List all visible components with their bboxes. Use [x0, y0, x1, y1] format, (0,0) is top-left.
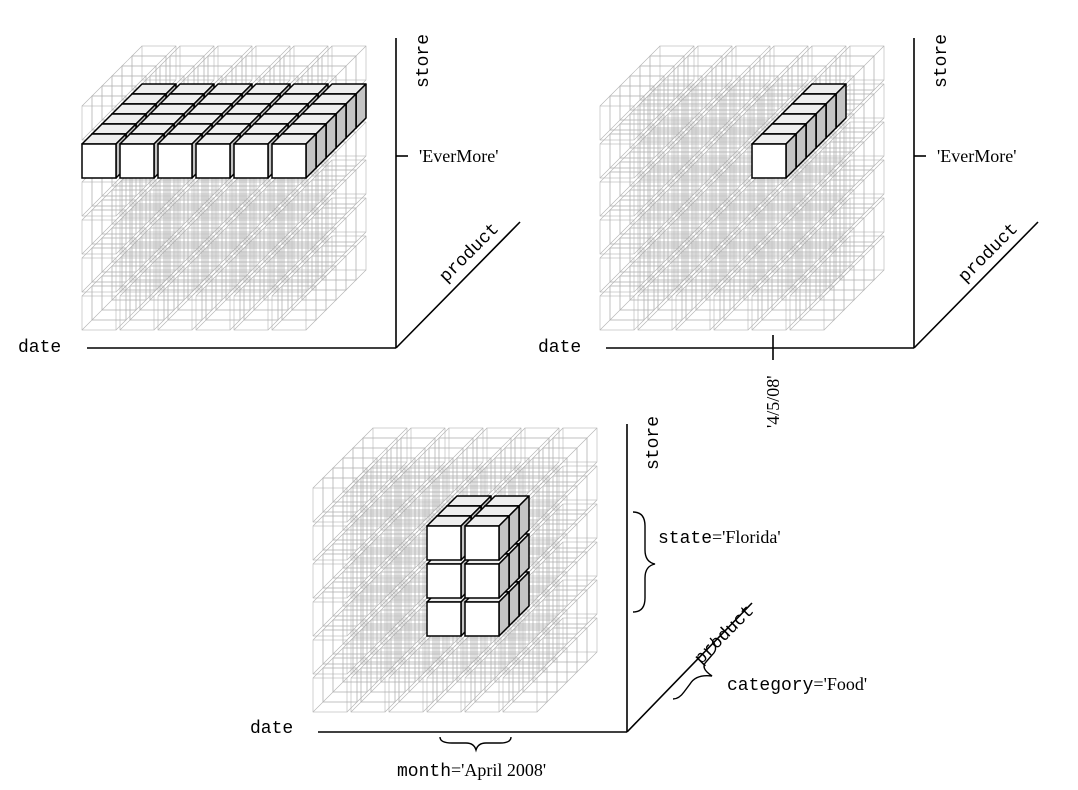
- highlighted-cube: [271, 133, 317, 179]
- highlighted-cells: [751, 83, 847, 179]
- grid-cube: [599, 95, 645, 141]
- grid-cube: [599, 171, 645, 217]
- grid-cube: [312, 477, 358, 523]
- panel-dice-block: date store product state='Florida' categ…: [250, 416, 867, 782]
- grid-cube: [388, 667, 434, 713]
- grid-cube: [713, 95, 759, 141]
- store-marker-label: 'EverMore': [419, 146, 498, 166]
- product-axis: [395, 221, 521, 349]
- grid-cube: [789, 209, 835, 255]
- grid-cube: [271, 209, 317, 255]
- grid-cube: [119, 247, 165, 293]
- date-marker-label: '4/5/08': [763, 376, 783, 429]
- grid-cube: [350, 667, 396, 713]
- highlighted-cells: [81, 83, 367, 179]
- product-axis-label: product: [436, 220, 504, 288]
- grid-cube: [789, 285, 835, 331]
- grid-cube: [502, 667, 548, 713]
- month-keyword: month: [397, 762, 451, 782]
- state-value: ='Florida': [712, 527, 781, 547]
- store-marker-label: 'EverMore': [937, 146, 1016, 166]
- grid-cube: [637, 95, 683, 141]
- grid-cube: [637, 285, 683, 331]
- date-axis-label: date: [538, 338, 581, 358]
- product-axis: [626, 602, 753, 733]
- grid-cube: [388, 629, 434, 675]
- state-brace: [632, 511, 656, 613]
- grid-cube: [426, 667, 472, 713]
- grid-cube: [751, 209, 797, 255]
- date-axis-label: date: [18, 338, 61, 358]
- grid-cube: [637, 247, 683, 293]
- grid-cube: [312, 553, 358, 599]
- grid-cube: [350, 477, 396, 523]
- panel-dice-line: date store product 'EverMore' '4/5/08': [538, 34, 1039, 429]
- grid-cube: [388, 477, 434, 523]
- grid-cube: [789, 171, 835, 217]
- date-axis-label: date: [250, 719, 293, 739]
- grid-cube: [599, 133, 645, 179]
- grid-cube: [233, 209, 279, 255]
- month-value: ='April 2008': [451, 760, 546, 780]
- grid-cube: [675, 209, 721, 255]
- highlighted-cube: [426, 515, 472, 561]
- product-axis: [913, 221, 1039, 349]
- grid-cube: [599, 209, 645, 255]
- store-axis-label: store: [932, 34, 952, 88]
- highlighted-cube: [751, 133, 797, 179]
- grid-cube: [271, 285, 317, 331]
- highlighted-cells: [426, 495, 530, 637]
- month-brace: [439, 736, 512, 753]
- state-label: state='Florida': [658, 527, 781, 549]
- store-axis-label: store: [414, 34, 434, 88]
- category-brace: [672, 637, 717, 700]
- highlighted-cube: [464, 591, 510, 637]
- cube-grid: [599, 45, 885, 331]
- category-keyword: category: [727, 676, 814, 696]
- grid-cube: [157, 285, 203, 331]
- product-axis-label: product: [955, 220, 1023, 288]
- state-keyword: state: [658, 529, 712, 549]
- grid-cube: [502, 629, 548, 675]
- category-label: category='Food': [727, 674, 867, 696]
- highlighted-cube: [464, 515, 510, 561]
- grid-cube: [157, 209, 203, 255]
- grid-cube: [464, 667, 510, 713]
- grid-cube: [271, 247, 317, 293]
- product-axis-label: product: [691, 602, 759, 670]
- store-axis-label: store: [644, 416, 664, 470]
- highlighted-cube: [81, 133, 127, 179]
- panel-slice-store: date store product 'EverMore': [18, 34, 521, 358]
- grid-cube: [751, 285, 797, 331]
- grid-cube: [675, 95, 721, 141]
- month-label: month='April 2008': [397, 760, 546, 782]
- grid-cube: [195, 247, 241, 293]
- highlighted-cube: [119, 133, 165, 179]
- grid-cube: [675, 171, 721, 217]
- grid-cube: [789, 247, 835, 293]
- grid-cube: [675, 285, 721, 331]
- category-value: ='Food': [813, 674, 867, 694]
